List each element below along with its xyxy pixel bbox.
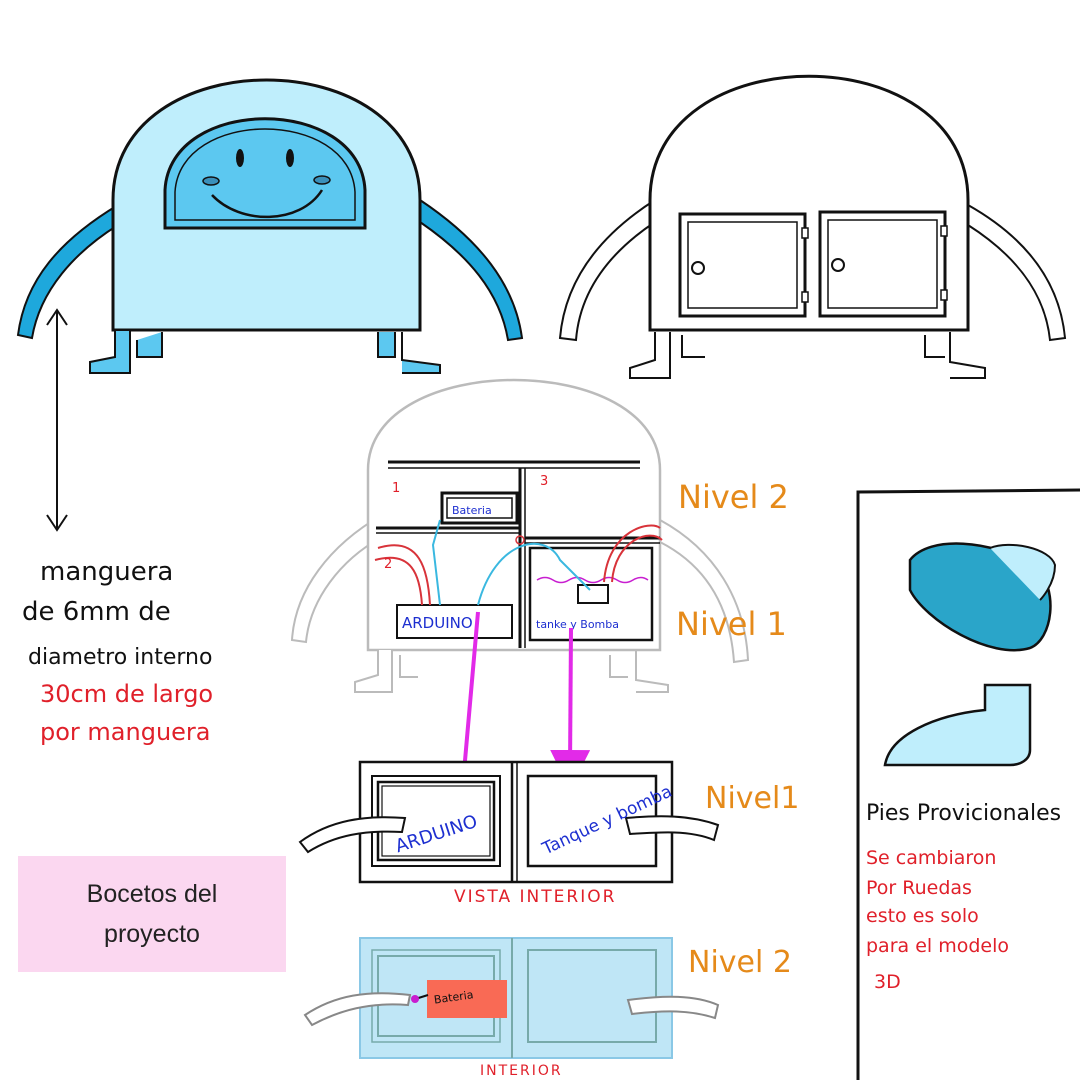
robot-back-door-right [818,210,947,318]
manguera-note-line3: diametro interno [28,645,212,670]
plan-nivel1: ARDUINO Tanque y bomba VISTA INTERIOR [298,760,720,907]
pies-note-line1: Se cambiaron [866,847,996,869]
robot-smile [211,189,324,219]
robot-eye-right [286,149,294,167]
pies-note-line2: Por Ruedas [866,877,972,899]
robot-front-arm-right [419,198,524,342]
robot-front-leg-left [89,329,131,374]
feet-panel: Pies Provicionales Se cambiaron Por Rued… [856,488,1080,1080]
project-caption-text: Bocetos del proyecto [86,880,218,948]
pies-note-line5: 3D [874,971,901,993]
largo-note: 30cm de largo por manguera [40,680,213,746]
robot-front-leg-right [377,332,396,358]
nivel1-plan-label: Nivel1 [705,781,799,816]
foot-side-view [883,683,1032,767]
pies-title: Pies Provicionales [866,801,1061,826]
robot-eye-left [236,149,244,167]
vista-interior-label: VISTA INTERIOR [454,887,616,907]
manguera-note-line2: de 6mm de [22,597,171,627]
plan-battery-label: Bateria [433,988,474,1006]
manguera-note: manguera de 6mm de diametro interno [22,557,212,670]
interior-label: INTERIOR [480,1063,563,1079]
cutaway-battery-label: Bateria [452,504,492,517]
robot-front [16,78,524,374]
robot-front-window [163,117,367,230]
project-caption: Bocetos del proyecto [18,856,286,972]
pies-note-line3: esto es solo [866,905,979,927]
pies-note-line4: para el modelo [866,935,1009,957]
manguera-note-line1: manguera [40,557,173,587]
arrow-tank-plan [550,627,591,790]
nivel2-top-label: Nivel 2 [678,478,789,516]
largo-note-line2: por manguera [40,718,211,746]
plan-battery [427,980,507,1018]
hose-length-arrow [46,308,68,532]
nivel2-plan-label: Nivel 2 [688,945,792,980]
section-number-1: 1 [392,481,400,496]
section-number-2: 2 [384,557,392,572]
plan-nivel2: Bateria INTERIOR [303,937,720,1079]
largo-note-line1: 30cm de largo [40,680,213,708]
robot-cutaway: Bateria ARDUINO tanke y Bomba 1 2 3 [290,378,750,693]
cutaway-tank-label: tanke y Bomba [536,618,619,631]
cutaway-tank [528,546,654,642]
robot-back [558,74,1067,379]
robot-front-arm-left [16,203,119,340]
nivel1-top-label: Nivel 1 [676,605,787,643]
cutaway-arduino-label: ARDUINO [402,614,473,632]
robot-back-door-left [678,212,807,318]
cutaway-arduino [396,604,513,639]
section-number-3: 3 [540,474,548,489]
